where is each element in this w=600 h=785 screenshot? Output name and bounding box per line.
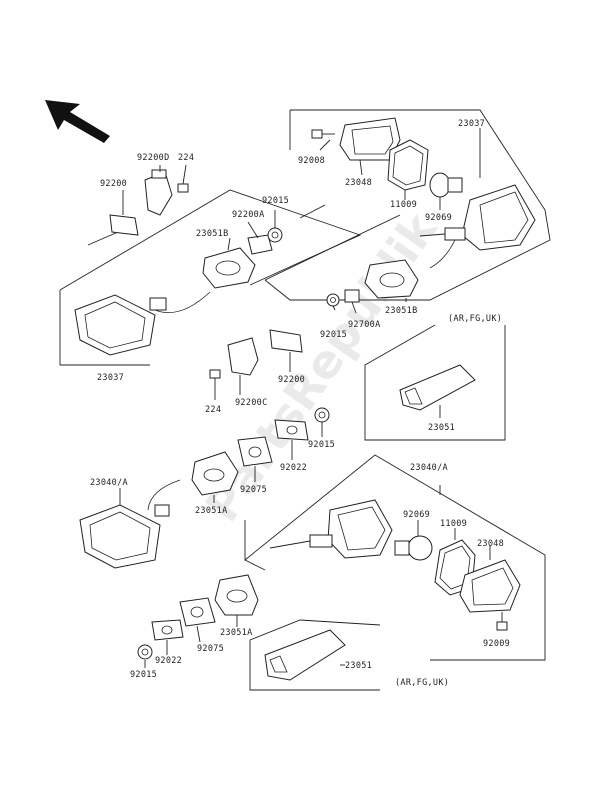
- nut-92015-bottom: [137, 644, 153, 660]
- label-11009-top: 11009: [390, 200, 417, 210]
- upper-left-assembly-frame: [59, 189, 362, 366]
- clip-92700a: [344, 289, 360, 303]
- nut-92015-top: [267, 227, 283, 243]
- label-ar-fg-uk-top: (AR,FG,UK): [448, 314, 502, 324]
- front-direction-arrow-icon: [45, 100, 110, 143]
- label-23051a-low: 23051A: [220, 628, 253, 638]
- grommet-92075-low: [179, 597, 216, 627]
- label-92069-low: 92069: [403, 510, 430, 520]
- label-23051-top: 23051: [428, 423, 455, 433]
- nut-92015-mid: [326, 293, 340, 307]
- label-92022-low: 92022: [155, 656, 182, 666]
- plate-92200-left: [109, 214, 139, 236]
- label-ar-fg-uk-bottom: (AR,FG,UK): [395, 678, 449, 688]
- lens-23048-top: [339, 117, 401, 161]
- label-92015-low: 92015: [308, 440, 335, 450]
- label-92075-mid: 92075: [240, 485, 267, 495]
- turn-signal-housing-lower-left: [79, 479, 181, 569]
- gasket-11009-top: [387, 139, 429, 191]
- turn-signal-housing-top-right: [419, 184, 536, 269]
- turn-signal-housing-lower-right: [269, 499, 393, 559]
- nut-92015-low: [314, 407, 330, 423]
- label-92008: 92008: [298, 156, 325, 166]
- label-92075-low: 92075: [197, 644, 224, 654]
- socket-23051a-mid: [191, 451, 239, 496]
- bracket-92200c: [227, 337, 259, 376]
- spacer-92022-low: [151, 619, 184, 641]
- bulb-92069-low: [394, 535, 433, 561]
- turn-signal-housing-upper-left: [74, 291, 211, 356]
- leader-lines: [119, 128, 491, 668]
- part-number-labels: 23037 92008 23048 11009 92069 92200D 224…: [90, 119, 510, 688]
- label-92022-mid: 92022: [280, 463, 307, 473]
- label-23040a-right: 23040/A: [410, 463, 448, 473]
- label-23048-top: 23048: [345, 178, 372, 188]
- ar-fg-uk-box-bottom: [249, 619, 381, 691]
- label-23037-top: 23037: [458, 119, 485, 129]
- spacer-92022-mid: [274, 419, 309, 441]
- label-92069-top: 92069: [425, 213, 452, 223]
- grommet-92075-mid: [237, 436, 273, 467]
- plate-92200-mid: [269, 329, 303, 353]
- screw-224-top: [177, 183, 189, 193]
- bracket-92200d: [144, 169, 173, 216]
- label-92200-mid: 92200: [278, 375, 305, 385]
- label-92200a: 92200A: [232, 210, 265, 220]
- label-92200d: 92200D: [137, 153, 170, 163]
- label-92015-bottom: 92015: [130, 670, 157, 680]
- label-23037-left: 23037: [97, 373, 124, 383]
- label-92200-left: 92200: [100, 179, 127, 189]
- label-224-top: 224: [178, 153, 194, 163]
- label-23051b-right: 23051B: [385, 306, 418, 316]
- label-224-mid: 224: [205, 405, 221, 415]
- label-23048-low: 23048: [477, 539, 504, 549]
- socket-23051b-left: [202, 247, 256, 289]
- label-23051-bottom: 23051: [345, 661, 372, 671]
- label-92015-mid: 92015: [320, 330, 347, 340]
- label-23040a-left: 23040/A: [90, 478, 128, 488]
- label-92700a: 92700A: [348, 320, 381, 330]
- label-11009-low: 11009: [440, 519, 467, 529]
- socket-23051a-low: [214, 574, 259, 616]
- socket-23051b-right: [364, 259, 419, 299]
- screw-92009: [496, 612, 508, 631]
- label-92015-top: 92015: [262, 196, 289, 206]
- label-92200c: 92200C: [235, 398, 268, 408]
- lens-23048-low: [459, 559, 521, 613]
- label-23051b-left: 23051B: [196, 229, 229, 239]
- ar-fg-uk-box-top: [364, 324, 506, 441]
- lower-right-assembly-frame: [244, 454, 546, 661]
- label-92009: 92009: [483, 639, 510, 649]
- plate-92200a: [247, 234, 273, 255]
- screw-92008: [311, 129, 335, 139]
- label-23051a-mid: 23051A: [195, 506, 228, 516]
- bulb-92069-top: [429, 172, 463, 198]
- screw-224-mid: [209, 369, 221, 379]
